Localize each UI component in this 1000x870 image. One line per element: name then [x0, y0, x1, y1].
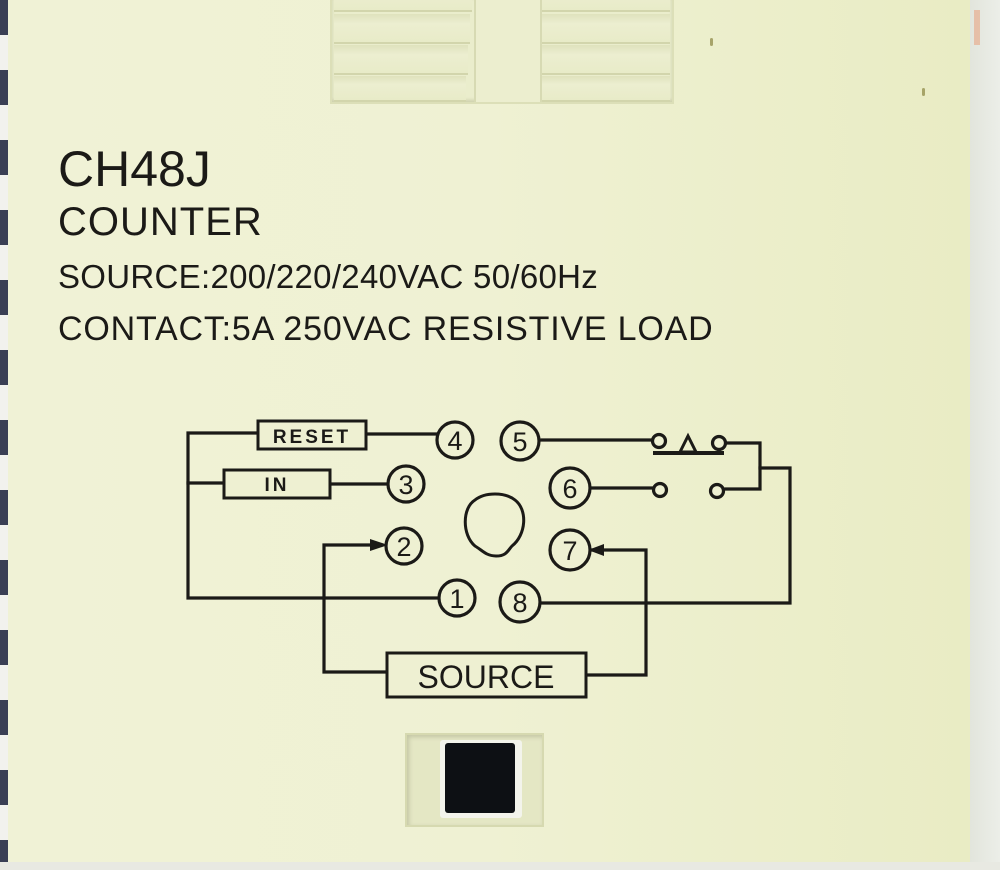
- contact-spec: CONTACT:5A 250VAC RESISTIVE LOAD: [58, 310, 714, 348]
- pin-1-label: 1: [449, 584, 464, 614]
- source-spec: SOURCE:200/220/240VAC 50/60Hz: [58, 258, 599, 295]
- pin-2-circle: [384, 526, 424, 566]
- terminal-socket: [405, 733, 544, 827]
- relay-actuator-triangle-icon: [677, 432, 699, 454]
- relay-to-pin8-wire: [540, 466, 792, 605]
- pin-7-circle: [548, 528, 592, 572]
- ventilation-grille: [330, 0, 674, 104]
- model-number: CH48J: [58, 141, 211, 197]
- device-type: COUNTER: [58, 200, 263, 244]
- terminal-pin: [445, 743, 515, 813]
- reset-label: RESET: [273, 427, 351, 448]
- relay-contact-symbol: [650, 432, 728, 500]
- in-input-box: [222, 468, 332, 500]
- relay-housing: [8, 0, 970, 862]
- background-right: [970, 0, 1000, 870]
- pin-6-label: 6: [562, 474, 577, 504]
- pin-2-label: 2: [396, 532, 411, 562]
- socket-key-icon: [463, 492, 526, 558]
- common-wire: [186, 431, 439, 600]
- reset-input-box: [256, 419, 368, 451]
- in-label: IN: [265, 475, 290, 496]
- pin-1-circle: [437, 578, 477, 618]
- source-to-pin2-wire: [322, 543, 389, 674]
- background-bottom: [0, 862, 1000, 870]
- relay-common-wire: [724, 441, 762, 491]
- arrow-to-pin2-icon: [370, 539, 388, 551]
- pin-7-label: 7: [562, 536, 577, 566]
- pin-3-circle: [386, 464, 426, 504]
- pin-5-circle: [499, 420, 541, 462]
- source-label: SOURCE: [418, 659, 555, 695]
- socket-opening: [440, 740, 522, 818]
- arrow-to-pin7-icon: [588, 544, 604, 556]
- background-left: [0, 0, 10, 870]
- pin-5-label: 5: [512, 427, 527, 457]
- pin-3-label: 3: [398, 470, 413, 500]
- pin-4-circle: [435, 420, 475, 460]
- source-input-box: [385, 651, 588, 699]
- pin-8-label: 8: [512, 588, 527, 618]
- source-to-pin7-wire: [584, 548, 648, 677]
- pin-4-label: 4: [447, 426, 462, 456]
- pin-8-circle: [498, 580, 542, 624]
- pin-6-circle: [548, 466, 592, 510]
